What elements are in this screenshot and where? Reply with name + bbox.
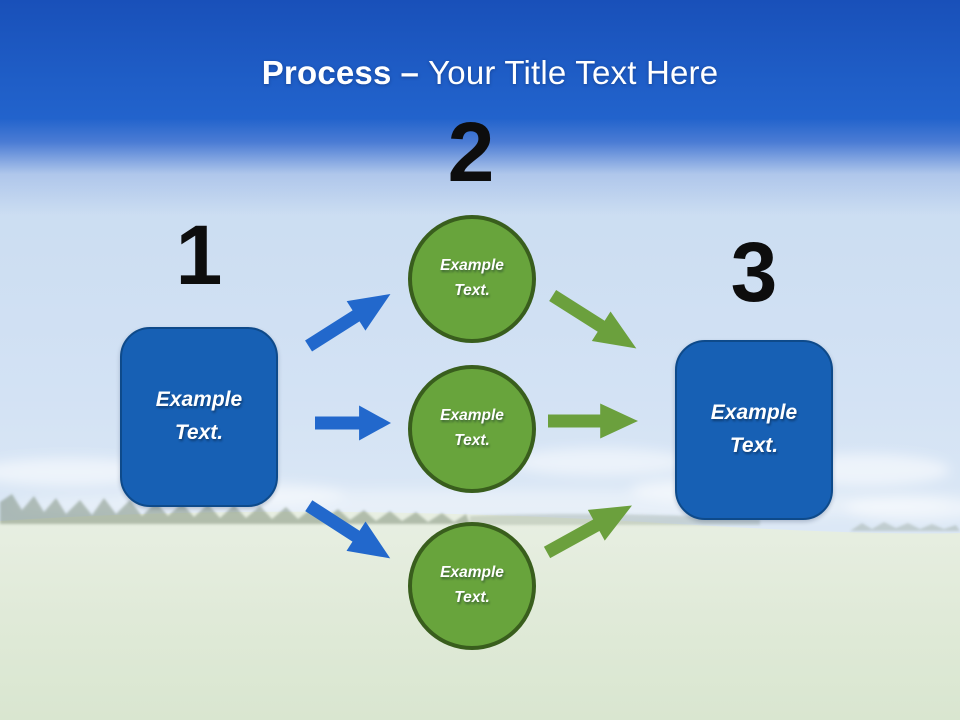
- arrow-bottom-circle-to-step3: [543, 505, 632, 559]
- step2-circle-middle: Example Text.: [408, 365, 536, 493]
- step2-circle-bottom-label: Example Text.: [440, 564, 504, 606]
- header-band: [0, 0, 960, 215]
- arrow-top-circle-to-step3: [549, 290, 637, 349]
- step1-number: 1: [175, 208, 223, 302]
- step1-box: Example Text.: [120, 327, 278, 507]
- step2-circle-top-label: Example Text.: [440, 257, 504, 299]
- step2-circle-top: Example Text.: [408, 215, 536, 343]
- step2-number: 2: [447, 105, 495, 199]
- title-separator: –: [400, 54, 420, 91]
- arrow-middle-circle-to-step3: [548, 403, 638, 439]
- arrow-step1-to-bottom-circle: [305, 500, 391, 559]
- step2-circle-middle-label: Example Text.: [440, 407, 504, 449]
- step2-circle-bottom: Example Text.: [408, 522, 536, 650]
- title-rest: Your Title Text Here: [428, 54, 719, 91]
- arrow-step1-to-middle-circle: [315, 405, 391, 441]
- arrow-step1-to-top-circle: [305, 294, 391, 352]
- step3-box: Example Text.: [675, 340, 833, 520]
- step3-number: 3: [730, 225, 778, 319]
- title-emphasis: Process: [261, 54, 392, 91]
- slide-title: Process–Your Title Text Here: [10, 54, 960, 92]
- step3-label: Example Text.: [710, 401, 798, 457]
- step1-label: Example Text.: [155, 388, 243, 444]
